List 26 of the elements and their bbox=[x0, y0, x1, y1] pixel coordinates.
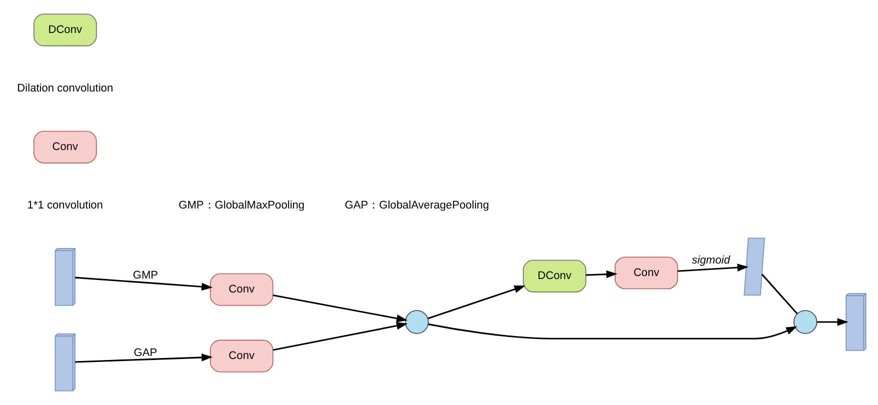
node-box: Conv bbox=[33, 130, 97, 164]
arrow bbox=[75, 354, 213, 363]
edge-label: GAP bbox=[134, 347, 158, 360]
node-circle bbox=[793, 310, 818, 334]
node-box: DConv bbox=[33, 14, 97, 46]
node-box: Conv bbox=[210, 340, 274, 372]
node-label: Dilation convolution bbox=[17, 82, 114, 94]
arrow bbox=[272, 322, 408, 351]
node-box: Conv bbox=[210, 273, 274, 306]
arrow bbox=[272, 294, 408, 322]
edge-label: GMP bbox=[132, 270, 158, 282]
arrow bbox=[428, 323, 798, 340]
label: GAP：GlobalAveragePooling bbox=[344, 200, 489, 212]
arrow bbox=[75, 276, 213, 291]
node-label: 1*1 convolution bbox=[27, 200, 103, 212]
node-parallelogram bbox=[744, 238, 765, 296]
edge-label: sigmoid bbox=[692, 254, 730, 267]
arrow bbox=[678, 264, 748, 272]
label: GMP：GlobalMaxPooling bbox=[178, 200, 305, 212]
node-box: Conv bbox=[614, 256, 678, 290]
arrow bbox=[586, 270, 618, 278]
arrow bbox=[428, 286, 526, 320]
node-box: DConv bbox=[522, 260, 586, 292]
arrow bbox=[817, 318, 848, 326]
node-circle bbox=[405, 310, 429, 334]
connector bbox=[761, 274, 798, 314]
